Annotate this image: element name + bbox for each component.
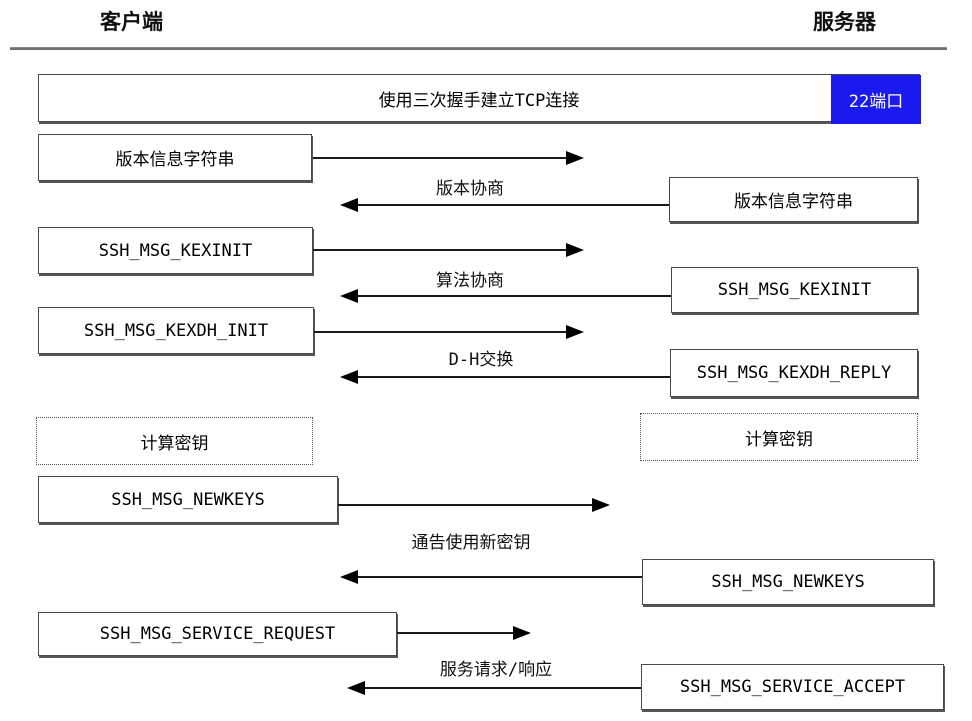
tcp-connection-bar: 使用三次握手建立TCP连接: [38, 74, 920, 122]
client-box-compute-key: 计算密钥: [36, 417, 313, 465]
client-box-label: 版本信息字符串: [115, 150, 235, 170]
client-box-newkeys: SSH_MSG_NEWKEYS: [38, 476, 338, 523]
client-box-kexdh-init: SSH_MSG_KEXDH_INIT: [38, 307, 314, 354]
arrowhead-right-icon: [513, 626, 531, 640]
arrowhead-left-icon: [340, 289, 358, 303]
arrowhead-right-icon: [566, 151, 584, 165]
port-22-label: 22端口: [848, 92, 904, 112]
server-box-label: SSH_MSG_NEWKEYS: [711, 572, 865, 592]
server-box-version-string: 版本信息字符串: [669, 177, 918, 222]
arrowhead-left-icon: [347, 681, 365, 695]
server-box-label: SSH_MSG_KEXINIT: [717, 280, 872, 300]
server-box-label: SSH_MSG_SERVICE_ACCEPT: [679, 677, 906, 697]
port-22-badge: 22端口: [831, 75, 921, 124]
arrow-line-c2s-4: [338, 504, 592, 506]
server-box-service-accept: SSH_MSG_SERVICE_ACCEPT: [641, 664, 944, 710]
arrow-line-c2s-3: [314, 331, 566, 333]
client-box-kexinit: SSH_MSG_KEXINIT: [38, 227, 313, 274]
arrow-line-c2s-2: [313, 249, 566, 251]
arrowhead-left-icon: [340, 198, 358, 212]
client-box-label: SSH_MSG_NEWKEYS: [111, 489, 265, 510]
client-title: 客户端: [100, 10, 163, 34]
arrow-line-s2c-4: [357, 576, 642, 578]
arrowhead-left-icon: [340, 570, 358, 584]
phase-label-announce-newkeys: 通告使用新密钥: [411, 533, 531, 553]
phase-label-service-request-response: 服务请求/响应: [439, 660, 553, 680]
client-box-label: SSH_MSG_KEXINIT: [98, 240, 253, 261]
client-box-label: SSH_MSG_KEXDH_INIT: [83, 320, 269, 341]
server-box-kexinit: SSH_MSG_KEXINIT: [671, 267, 918, 313]
header-divider-line: [10, 47, 947, 50]
arrowhead-right-icon: [592, 498, 610, 512]
server-box-label: 版本信息字符串: [734, 192, 853, 212]
arrow-line-s2c-1: [357, 204, 669, 206]
arrowhead-right-icon: [566, 325, 584, 339]
server-title: 服务器: [813, 10, 876, 34]
arrow-line-s2c-3: [357, 376, 670, 378]
arrow-line-c2s-1: [313, 157, 566, 159]
server-box-compute-key: 计算密钥: [640, 413, 918, 461]
client-box-version-string: 版本信息字符串: [38, 134, 312, 181]
arrow-line-s2c-2: [357, 295, 671, 297]
server-box-label: SSH_MSG_KEXDH_REPLY: [696, 363, 892, 383]
phase-label-dh-exchange: D-H交换: [448, 350, 514, 370]
client-box-label: 计算密钥: [140, 433, 209, 454]
server-box-kexdh-reply: SSH_MSG_KEXDH_REPLY: [670, 349, 918, 397]
phase-label-algorithm-negotiation: 算法协商: [436, 271, 504, 291]
client-box-label: SSH_MSG_SERVICE_REQUEST: [99, 624, 336, 644]
arrowhead-right-icon: [566, 243, 584, 257]
tcp-connection-label: 使用三次握手建立TCP连接: [378, 90, 580, 111]
server-box-label: 计算密钥: [745, 429, 813, 450]
arrowhead-left-icon: [340, 370, 358, 384]
phase-label-version-negotiation: 版本协商: [436, 179, 504, 199]
arrow-line-s2c-5: [364, 687, 641, 689]
server-box-newkeys: SSH_MSG_NEWKEYS: [642, 559, 934, 605]
arrow-line-c2s-5: [397, 632, 513, 634]
client-box-service-request: SSH_MSG_SERVICE_REQUEST: [38, 612, 397, 656]
